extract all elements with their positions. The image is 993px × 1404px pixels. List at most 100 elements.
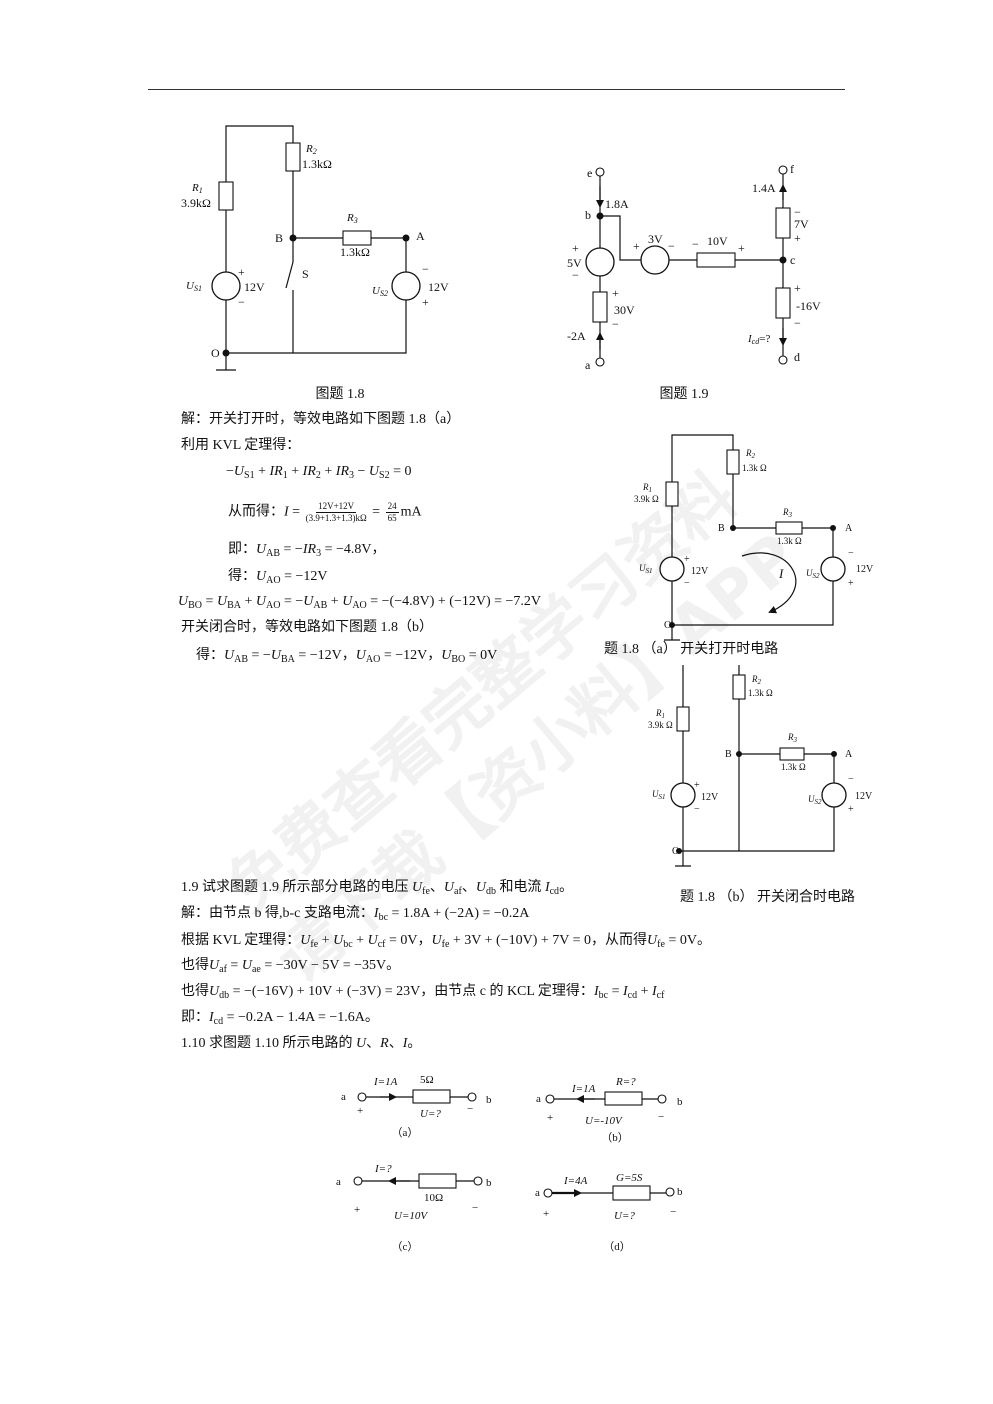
svg-text:b: b bbox=[677, 1186, 683, 1198]
svg-text:10V: 10V bbox=[707, 234, 728, 248]
svg-text:12V: 12V bbox=[855, 791, 873, 802]
resistor-r1 bbox=[676, 706, 690, 732]
svg-text:3V: 3V bbox=[648, 232, 663, 246]
node-b bbox=[730, 525, 736, 531]
svg-text:R3: R3 bbox=[782, 507, 793, 519]
svg-text:a: a bbox=[536, 1093, 541, 1105]
source-us1 bbox=[670, 782, 696, 808]
terminal-e bbox=[595, 167, 605, 177]
math-symbol: I bbox=[284, 504, 289, 520]
text-line: 解：由节点 b 得,b-c 支路电流：Ibc = 1.8A + (−2A) = … bbox=[181, 906, 530, 923]
svg-text:3.9k Ω: 3.9k Ω bbox=[648, 720, 673, 730]
svg-text:+: + bbox=[684, 554, 690, 565]
svg-text:（d）: （d） bbox=[603, 1240, 631, 1253]
resistor-30v bbox=[592, 291, 608, 323]
svg-text:−: − bbox=[848, 774, 854, 785]
node-a bbox=[830, 525, 836, 531]
text-line: 得：UAB = −UBA = −12V，UAO = −12V，UBO = 0V bbox=[196, 648, 498, 665]
svg-text:12V: 12V bbox=[244, 280, 265, 294]
node-c bbox=[779, 256, 787, 264]
svg-text:+: + bbox=[612, 286, 619, 300]
svg-text:U=?: U=? bbox=[420, 1108, 441, 1120]
svg-text:R2: R2 bbox=[305, 143, 317, 156]
math-symbol: UAO bbox=[255, 594, 281, 611]
text-line: 1.10 求图题 1.10 所示电路的 U、R、I。 bbox=[181, 1036, 422, 1051]
svg-text:1.3kΩ: 1.3kΩ bbox=[302, 157, 332, 171]
math-symbol: Udb bbox=[475, 880, 496, 897]
svg-text:US2: US2 bbox=[808, 794, 822, 806]
resistor-r3 bbox=[342, 230, 372, 246]
math-symbol: I bbox=[269, 464, 275, 479]
svg-text:b: b bbox=[486, 1094, 492, 1106]
svg-text:−: − bbox=[472, 1202, 478, 1214]
svg-text:+: + bbox=[694, 780, 700, 791]
resistor-r2 bbox=[732, 674, 746, 700]
figure-1-8b: R1 3.9k Ω R2 1.3k Ω R3 1.3k Ω US1 +12V− … bbox=[648, 665, 873, 905]
math-symbol: R2 bbox=[307, 464, 321, 481]
svg-text:US1: US1 bbox=[639, 563, 653, 575]
svg-text:题 1.8 （a） 开关打开时电路: 题 1.8 （a） 开关打开时电路 bbox=[604, 640, 778, 657]
source-us1 bbox=[659, 556, 685, 582]
svg-text:5V: 5V bbox=[567, 256, 582, 270]
math-symbol: Ibc bbox=[593, 984, 609, 1001]
math-symbol: U bbox=[356, 1036, 367, 1051]
svg-text:（a）: （a） bbox=[392, 1126, 419, 1139]
svg-text:A: A bbox=[845, 749, 853, 760]
math-symbol: US1 bbox=[233, 464, 255, 481]
svg-text:U=?: U=? bbox=[614, 1210, 635, 1222]
math-symbol: UBO bbox=[441, 648, 466, 665]
svg-text:c: c bbox=[790, 253, 795, 267]
svg-text:b: b bbox=[677, 1096, 683, 1108]
math-symbol: UAO bbox=[256, 569, 281, 586]
svg-text:US2: US2 bbox=[806, 568, 820, 580]
svg-text:12V: 12V bbox=[691, 566, 709, 577]
node-a bbox=[402, 234, 410, 242]
svg-text:A: A bbox=[416, 229, 425, 243]
text-line: 得：UAO = −12V bbox=[228, 569, 328, 586]
source-us2 bbox=[820, 556, 846, 582]
svg-text:1.3k Ω: 1.3k Ω bbox=[742, 463, 767, 473]
svg-text:Icd=?: Icd=? bbox=[747, 333, 770, 346]
svg-text:−: − bbox=[658, 1111, 664, 1123]
svg-text:R=?: R=? bbox=[615, 1076, 636, 1088]
svg-text:U=10V: U=10V bbox=[394, 1210, 428, 1222]
svg-text:I: I bbox=[778, 566, 784, 581]
svg-text:R2: R2 bbox=[751, 674, 762, 686]
svg-text:−: − bbox=[238, 295, 245, 309]
math-symbol: UAO bbox=[342, 594, 367, 611]
svg-text:US1: US1 bbox=[186, 280, 202, 293]
figure-1-8a: R1 3.9k Ω R2 1.3k Ω R3 1.3k Ω US1 +12V− … bbox=[604, 434, 874, 657]
math-symbol: I bbox=[335, 464, 341, 479]
svg-text:I=?: I=? bbox=[374, 1163, 392, 1175]
svg-text:−: − bbox=[670, 1206, 676, 1218]
svg-text:−: − bbox=[467, 1103, 473, 1115]
source-3v bbox=[640, 245, 670, 275]
svg-text:d: d bbox=[794, 350, 800, 364]
svg-text:-2A: -2A bbox=[567, 329, 586, 343]
svg-text:+: + bbox=[848, 578, 854, 589]
svg-text:b: b bbox=[585, 208, 591, 222]
math-symbol: US2 bbox=[368, 464, 390, 481]
node-b bbox=[596, 212, 604, 220]
svg-text:I=4A: I=4A bbox=[563, 1175, 588, 1187]
fraction: 12V+12V(3.9+1.3+1.3)kΩ bbox=[305, 501, 367, 523]
text-line: UBO = UBA + UAO = −UAB + UAO = −(−4.8V) … bbox=[178, 594, 542, 611]
resistor-7v bbox=[775, 207, 791, 239]
math-symbol: UAB bbox=[256, 542, 281, 559]
svg-text:b: b bbox=[486, 1177, 492, 1189]
svg-text:+: + bbox=[794, 281, 801, 295]
math-symbol: Ufe bbox=[647, 933, 665, 950]
resistor-r2 bbox=[285, 142, 301, 172]
source-5v bbox=[585, 247, 615, 277]
math-symbol: R bbox=[380, 1036, 389, 1051]
svg-text:（b）: （b） bbox=[601, 1131, 629, 1144]
text-line: 即：Icd = −0.2A − 1.4A = −1.6A。 bbox=[181, 1010, 379, 1027]
math-symbol: R3 bbox=[340, 464, 355, 481]
svg-text:+: + bbox=[547, 1112, 553, 1124]
svg-text:+: + bbox=[794, 231, 801, 245]
terminal-d bbox=[778, 355, 788, 365]
svg-text:f: f bbox=[790, 162, 794, 176]
svg-text:题 1.8 （b） 开关闭合时电路: 题 1.8 （b） 开关闭合时电路 bbox=[680, 889, 855, 905]
svg-text:−: − bbox=[692, 237, 699, 251]
svg-text:1.3k Ω: 1.3k Ω bbox=[777, 536, 802, 546]
